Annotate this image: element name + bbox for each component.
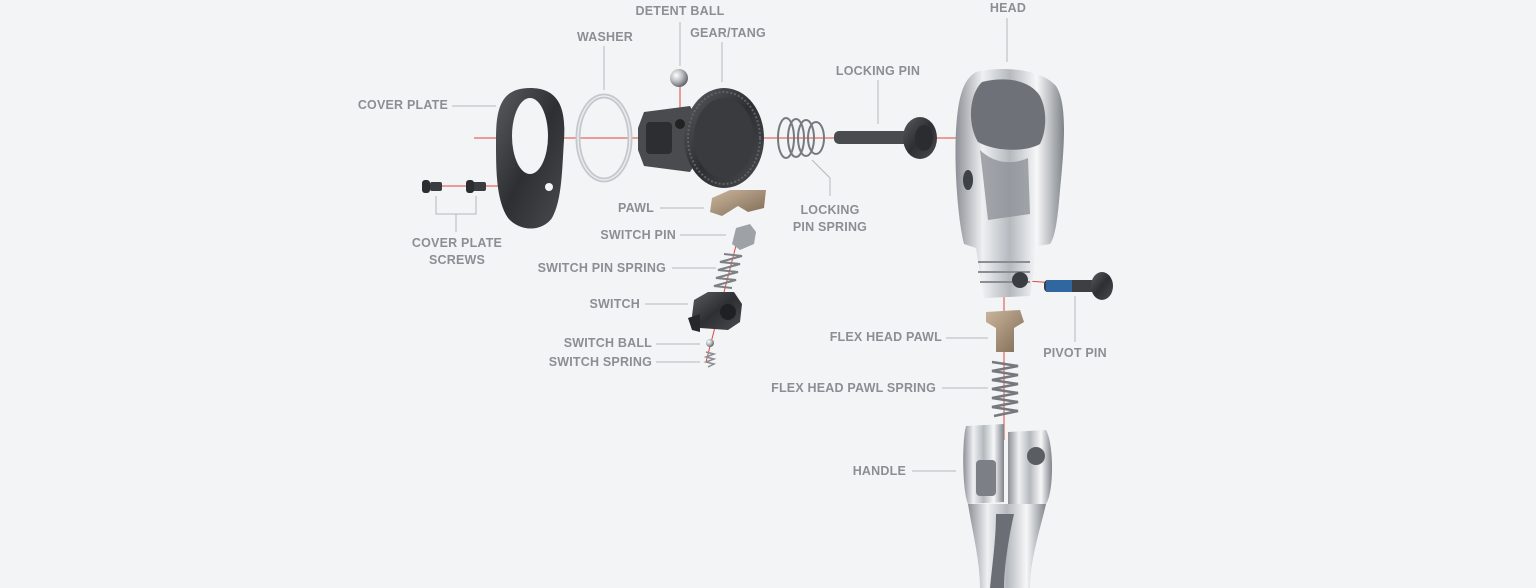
label-flex-head-pawl-spring: FLEX HEAD PAWL SPRING bbox=[771, 381, 936, 395]
switch bbox=[688, 292, 742, 332]
cover-plate-screws bbox=[422, 180, 486, 193]
label-switch: SWITCH bbox=[589, 297, 640, 311]
label-cover-plate-screws-line2: SCREWS bbox=[428, 253, 486, 267]
label-pawl: PAWL bbox=[618, 201, 654, 215]
washer bbox=[575, 93, 633, 183]
head bbox=[955, 68, 1064, 299]
label-gear-tang: GEAR/TANG bbox=[690, 26, 766, 40]
leader-lines bbox=[435, 18, 1076, 472]
label-locking-pin: LOCKING PIN bbox=[835, 64, 921, 78]
label-pivot-pin: PIVOT PIN bbox=[1043, 346, 1107, 360]
label-flex-head-pawl: FLEX HEAD PAWL bbox=[829, 330, 942, 344]
label-locking-pin-spring-line1: LOCKING bbox=[800, 203, 860, 217]
gear-tang bbox=[638, 88, 764, 188]
label-switch-spring: SWITCH SPRING bbox=[548, 355, 652, 369]
switch-pin bbox=[732, 224, 756, 250]
label-switch-pin: SWITCH PIN bbox=[600, 228, 676, 242]
label-cover-plate: COVER PLATE bbox=[357, 98, 448, 112]
locking-pin-spring bbox=[777, 117, 825, 159]
label-cover-plate-screws: COVER PLATE SCREWS bbox=[404, 235, 510, 269]
pivot-pin bbox=[1044, 272, 1113, 300]
label-switch-pin-spring: SWITCH PIN SPRING bbox=[537, 261, 666, 275]
detent-ball bbox=[670, 69, 688, 87]
switch-pin-spring bbox=[713, 253, 743, 289]
label-switch-ball: SWITCH BALL bbox=[563, 336, 652, 350]
label-detent-ball: DETENT BALL bbox=[635, 4, 725, 18]
label-locking-pin-spring-line2: PIN SPRING bbox=[792, 220, 868, 234]
cover-plate bbox=[496, 88, 565, 229]
label-handle: HANDLE bbox=[852, 464, 906, 478]
label-washer: WASHER bbox=[576, 30, 634, 44]
locking-pin bbox=[834, 117, 937, 159]
switch-ball bbox=[706, 339, 714, 347]
label-cover-plate-screws-line1: COVER PLATE bbox=[411, 236, 503, 250]
flex-head-pawl bbox=[986, 310, 1024, 352]
label-locking-pin-spring: LOCKING PIN SPRING bbox=[782, 202, 878, 236]
pawl bbox=[710, 190, 766, 216]
switch-spring bbox=[703, 351, 717, 368]
flex-head-pawl-spring bbox=[991, 360, 1019, 418]
handle bbox=[963, 424, 1052, 588]
label-head: HEAD bbox=[989, 1, 1027, 15]
